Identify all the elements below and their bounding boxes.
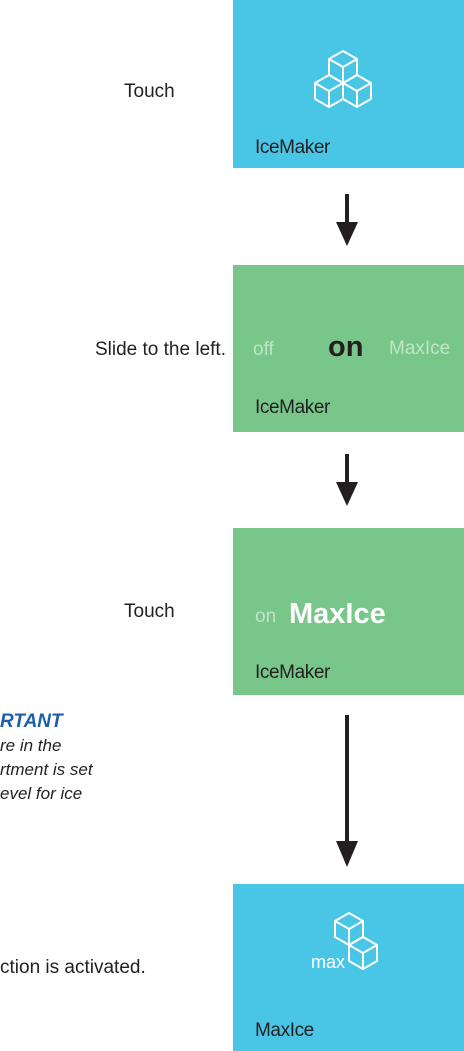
down-arrow-icon <box>336 194 358 246</box>
tile-label: IceMaker <box>255 397 330 418</box>
step3-instruction: Touch <box>124 601 175 622</box>
note-line: evel for ice <box>0 784 83 803</box>
option-on[interactable]: on <box>255 606 277 627</box>
step1-instruction: Touch <box>124 81 175 102</box>
note-line: re in the <box>0 736 62 755</box>
max-ice-cubes-icon <box>334 912 378 970</box>
icemaker-slider-tile[interactable]: off on MaxIce IceMaker <box>233 265 464 432</box>
note-line: rtment is set <box>0 760 93 779</box>
maxice-tile: max MaxIce <box>233 884 464 1051</box>
step4-instruction: ction is activated. <box>0 957 146 978</box>
down-arrow-icon <box>336 715 358 867</box>
option-off[interactable]: off <box>253 339 274 360</box>
tile-label: IceMaker <box>255 137 330 158</box>
tile-label: IceMaker <box>255 662 330 683</box>
step2-instruction: Slide to the left. <box>95 339 226 360</box>
option-on[interactable]: on <box>328 331 364 363</box>
option-maxice[interactable]: MaxIce <box>389 338 451 359</box>
note-title: RTANT <box>0 711 63 732</box>
option-maxice[interactable]: MaxIce <box>289 598 386 630</box>
maxice-select-tile[interactable]: on MaxIce IceMaker <box>233 528 464 695</box>
down-arrow-icon <box>336 454 358 506</box>
ice-cubes-icon <box>314 50 372 108</box>
tile-label: MaxIce <box>255 1020 314 1041</box>
max-icon-text: max <box>311 952 346 972</box>
icemaker-tile[interactable]: IceMaker <box>233 0 464 168</box>
